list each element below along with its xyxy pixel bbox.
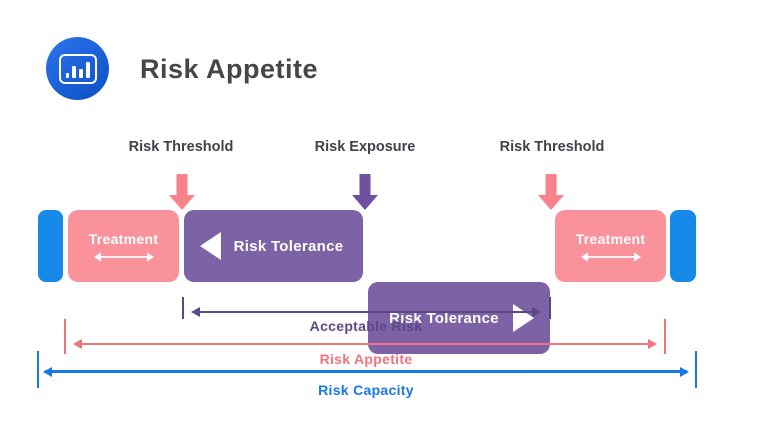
range-acceptable-risk-label: Acceptable Risk	[309, 318, 423, 334]
range-tick	[182, 297, 184, 319]
tolerance-box-left: Risk Tolerance	[184, 210, 363, 282]
tolerance-label: Risk Tolerance	[233, 237, 344, 255]
treatment-box-left: Treatment	[68, 210, 179, 282]
tolerance-label: Risk Tolerance	[389, 309, 499, 327]
range-acceptable-risk-line	[191, 307, 541, 317]
label-risk-threshold-right: Risk Threshold	[499, 139, 605, 155]
bar-cap-left	[38, 210, 63, 282]
arrow-right-icon	[513, 304, 534, 332]
range-risk-capacity-line	[43, 366, 689, 377]
page-title: Risk Appetite	[140, 54, 319, 84]
range-risk-appetite-label: Risk Appetite	[319, 351, 413, 367]
bar-cap-right	[670, 210, 696, 282]
label-risk-exposure: Risk Exposure	[314, 139, 416, 155]
down-arrow-icon	[169, 174, 195, 210]
treatment-box-right: Treatment	[555, 210, 666, 282]
range-tick	[64, 319, 66, 354]
bar-chart-icon-bar	[78, 68, 83, 78]
range-risk-appetite-line	[73, 339, 657, 349]
down-arrow-icon	[352, 174, 378, 210]
range-risk-capacity-label: Risk Capacity	[318, 382, 414, 398]
range-tick	[664, 319, 666, 354]
bar-chart-icon-frame	[58, 53, 97, 84]
treatment-label: Treatment	[575, 230, 646, 247]
double-arrow-icon	[93, 252, 154, 261]
bar-chart-icon-bar	[71, 65, 76, 78]
range-tick	[549, 297, 551, 319]
arrow-left-icon	[200, 232, 221, 260]
label-risk-threshold-left: Risk Threshold	[128, 139, 234, 155]
down-arrow-icon	[538, 174, 564, 210]
treatment-label: Treatment	[88, 230, 159, 247]
range-tick	[695, 351, 697, 388]
range-tick	[37, 351, 39, 388]
bar-chart-icon-bar	[85, 61, 90, 78]
bar-chart-icon-bar	[65, 72, 69, 78]
bar-chart-icon	[46, 37, 109, 100]
double-arrow-icon	[580, 252, 641, 261]
